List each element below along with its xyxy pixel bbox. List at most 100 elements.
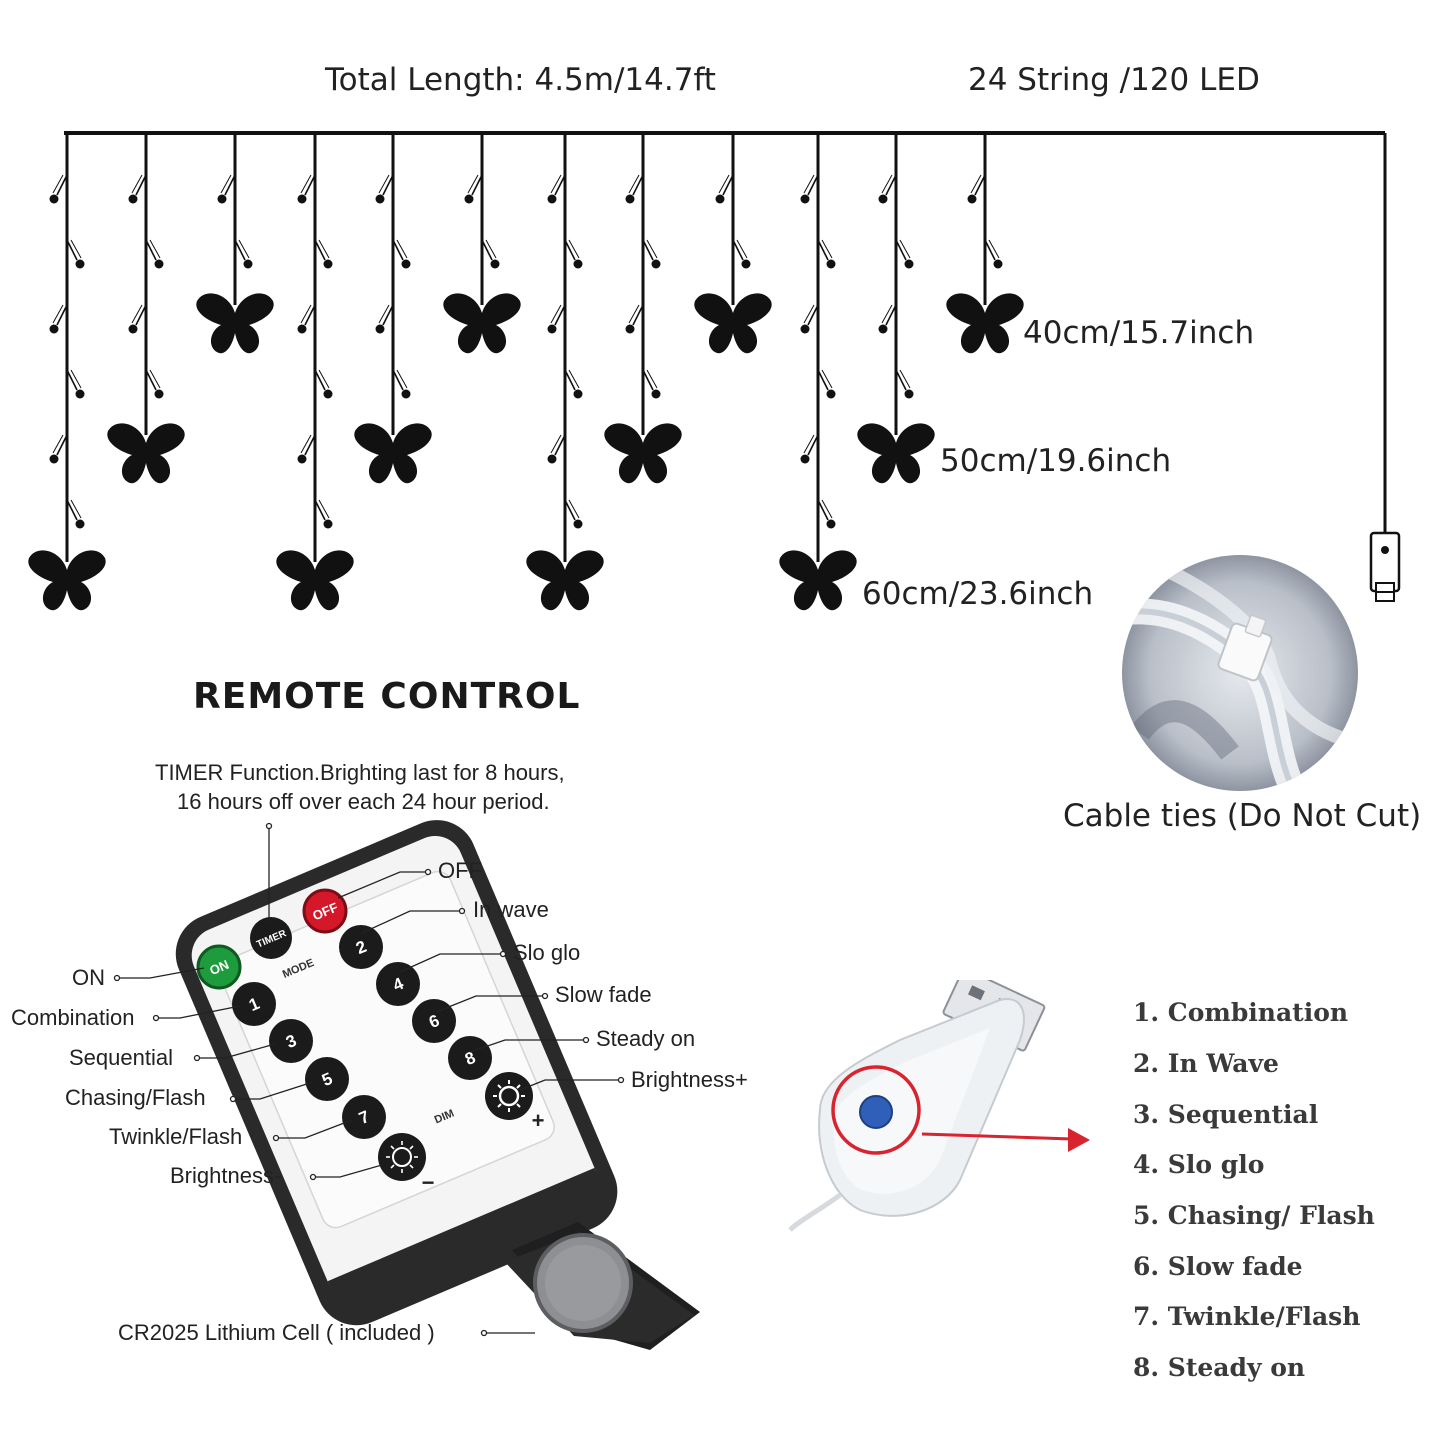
brightness-down-label: Brightness- (170, 1163, 282, 1188)
led-bulb (296, 174, 316, 205)
light-strand (107, 133, 185, 484)
minus-sign: − (422, 1170, 435, 1195)
led-bulb (127, 174, 147, 205)
arrow (921, 1132, 1073, 1141)
mode-button-2[interactable]: 2 (339, 925, 383, 969)
mode-item-6: 6. Slow fade (1133, 1252, 1303, 1281)
led-bulb (732, 239, 752, 270)
chasing-flash-label: Chasing/Flash (65, 1085, 206, 1110)
led-bulb (817, 239, 837, 270)
on-button-label: ON (207, 957, 231, 978)
led-bulb (877, 304, 897, 335)
timer-note-line2: 16 hours off over each 24 hour period. (177, 789, 550, 814)
led-bulb (296, 434, 316, 465)
length-50cm-label: 50cm/19.6inch (940, 443, 1172, 479)
led-bulb (624, 304, 644, 335)
curtain-diagram (28, 131, 1401, 611)
led-bulb (799, 304, 819, 335)
remote-control-title: REMOTE CONTROL (193, 676, 581, 717)
mode-button-4[interactable]: 4 (376, 962, 420, 1006)
led-bulb (66, 369, 86, 400)
mode-button-7[interactable]: 7 (342, 1095, 386, 1139)
led-bulb (392, 239, 412, 270)
timer-button[interactable]: TIMER (250, 917, 292, 959)
led-bulb (817, 369, 837, 400)
led-bulb (314, 499, 334, 530)
mode-button-6[interactable]: 6 (412, 999, 456, 1043)
led-bulb (127, 304, 147, 335)
slo-glo-label: Slo glo (513, 940, 581, 965)
led-bulb (546, 434, 566, 465)
timer-note-line1: TIMER Function.Brighting last for 8 hour… (155, 760, 565, 785)
led-bulb (966, 174, 986, 205)
in-wave-label: In wave (473, 897, 549, 922)
led-bulb (877, 174, 897, 205)
mode-item-7: 7. Twinkle/Flash (1133, 1302, 1361, 1331)
light-strand (196, 133, 274, 354)
mode-item-5: 5. Chasing/ Flash (1133, 1201, 1375, 1230)
led-bulb (392, 369, 412, 400)
led-bulb (642, 239, 662, 270)
off-button[interactable]: OFF (302, 888, 348, 934)
light-strand (857, 133, 935, 484)
led-bulb (374, 174, 394, 205)
led-bulb (564, 239, 584, 270)
led-bulb (564, 369, 584, 400)
led-bulb (145, 239, 165, 270)
mode-item-1: 1. Combination (1133, 998, 1349, 1027)
mode-item-8: 8. Steady on (1133, 1353, 1306, 1382)
cable-tie-photo (1122, 555, 1358, 791)
brightness-up-button[interactable] (485, 1072, 533, 1120)
length-40cm-label: 40cm/15.7inch (1023, 315, 1255, 351)
light-strand (443, 133, 521, 354)
combination-label: Combination (11, 1005, 135, 1030)
led-bulb (66, 499, 86, 530)
led-bulb (314, 369, 334, 400)
mode-button-5[interactable]: 5 (305, 1057, 349, 1101)
brightness-down-button[interactable] (378, 1133, 426, 1181)
led-bulb (546, 304, 566, 335)
highlight-circle (831, 1065, 921, 1155)
light-strand (28, 133, 106, 611)
led-bulb (481, 239, 501, 270)
led-bulb (546, 174, 566, 205)
mode-item-2: 2. In Wave (1133, 1049, 1279, 1078)
light-strand (604, 133, 682, 484)
string-count-label: 24 String /120 LED (968, 62, 1260, 98)
mode-button-1[interactable]: 1 (232, 982, 276, 1026)
led-bulb (817, 499, 837, 530)
led-bulb (984, 239, 1004, 270)
led-bulb (234, 239, 254, 270)
led-bulb (296, 304, 316, 335)
battery-tray[interactable] (505, 1222, 700, 1350)
led-bulb (66, 239, 86, 270)
mode-button-8[interactable]: 8 (448, 1036, 492, 1080)
led-bulb (624, 174, 644, 205)
brightness-up-label: Brightness+ (631, 1067, 748, 1092)
mode-item-3: 3. Sequential (1133, 1100, 1319, 1129)
led-bulb (564, 499, 584, 530)
length-60cm-label: 60cm/23.6inch (862, 576, 1094, 612)
led-bulb (463, 174, 483, 205)
battery-label: CR2025 Lithium Cell ( included ) (118, 1320, 435, 1345)
on-button[interactable]: ON (196, 944, 242, 990)
light-strand (779, 133, 857, 611)
led-bulb (145, 369, 165, 400)
cable-ties-label: Cable ties (Do Not Cut) (1063, 798, 1422, 834)
usb-mode-button[interactable] (859, 1095, 893, 1129)
twinkle-flash-label: Twinkle/Flash (109, 1124, 243, 1149)
led-bulb (48, 304, 68, 335)
mode-button-3[interactable]: 3 (269, 1019, 313, 1063)
steady-on-label: Steady on (596, 1026, 696, 1051)
sequential-label: Sequential (69, 1045, 173, 1070)
led-bulb (642, 369, 662, 400)
total-length-label: Total Length: 4.5m/14.7ft (325, 62, 716, 98)
light-strand (694, 133, 772, 354)
led-bulb (799, 174, 819, 205)
led-bulb (48, 434, 68, 465)
off-label: OFF (438, 858, 482, 883)
slow-fade-label: Slow fade (555, 982, 652, 1007)
led-bulb (799, 434, 819, 465)
light-strand (946, 133, 1024, 354)
